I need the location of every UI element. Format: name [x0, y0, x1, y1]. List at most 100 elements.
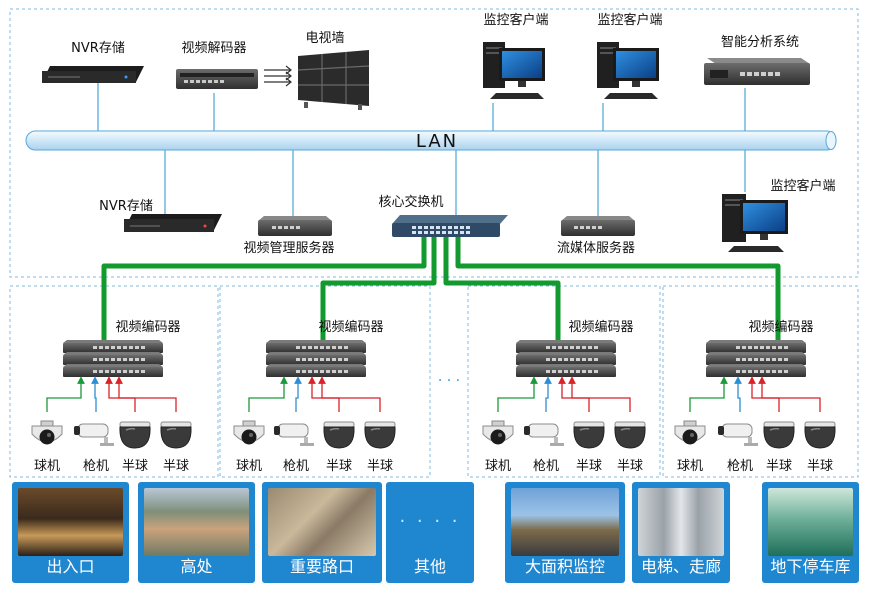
scene-label: 出入口 [46, 557, 95, 576]
stream-server-label: 流媒体服务器 [557, 240, 635, 256]
dome-ptz-camera-icon [233, 420, 265, 445]
monitor-client-top-1 [483, 42, 545, 99]
zone-region-4 [662, 285, 859, 478]
scene-label: 高处 [180, 557, 213, 576]
scene-tile-6: 电梯、走廊 [632, 482, 730, 583]
half-dome-camera-icon [323, 421, 355, 449]
camera-link-arrow [308, 376, 340, 412]
camera-link-arrow [294, 376, 302, 412]
dome-ptz-camera-icon [674, 420, 706, 445]
camera-label: 球机 [677, 459, 703, 474]
scene-label: 其他 [413, 557, 446, 576]
half-dome-camera-icon [763, 421, 795, 449]
camera-link-arrow [544, 376, 552, 412]
scene-tile-2: 高处 [138, 482, 255, 583]
decoder-label: 视频解码器 [181, 41, 246, 56]
camera-link-arrow [91, 376, 99, 412]
core-switch [392, 215, 508, 237]
client-top-1-label: 监控客户端 [483, 12, 548, 28]
camera-link-arrow [568, 376, 631, 412]
camera-label: 半球 [367, 459, 393, 474]
video-encoder-stack [706, 340, 806, 377]
camera-link-arrow [115, 376, 177, 412]
scene-tile-7: 地下停车库 [762, 482, 859, 583]
half-dome-camera-icon [573, 421, 605, 449]
camera-link-arrow [105, 376, 136, 412]
camera-link-arrow [46, 376, 85, 412]
analysis-label: 智能分析系统 [721, 35, 799, 50]
streaming-media-server [561, 216, 635, 236]
scene-label: 重要路口 [289, 557, 354, 576]
camera-link-arrow [318, 376, 381, 412]
tvwall-label: 电视墙 [305, 31, 344, 46]
scene-label: 电梯、走廊 [640, 557, 721, 576]
elevator-photo [638, 488, 724, 556]
video-encoder-stack [516, 340, 616, 377]
scene-label: 地下停车库 [770, 557, 851, 576]
camera-label: 枪机 [83, 458, 109, 474]
bullet-camera-icon [524, 423, 564, 446]
encoder-zone-3: 视频编码器球机枪机半球半球 [482, 320, 646, 474]
camera-link-arrow [497, 376, 538, 412]
scene-tile-1: 出入口 [12, 482, 129, 583]
camera-link-arrow [734, 376, 742, 412]
uplink-lines [101, 236, 781, 340]
tv-wall [297, 50, 370, 110]
lan-bus: LAN [25, 130, 837, 152]
camera-label: 半球 [576, 459, 602, 474]
camera-label: 半球 [766, 459, 792, 474]
nvr-mid-label: NVR存储 [99, 199, 153, 214]
city-aerial-photo [144, 488, 249, 556]
parking-garage-photo [768, 488, 853, 556]
scene-label: 大面积监控 [524, 557, 605, 576]
encoder-zone-2: 视频编码器球机 枪机 半球半球 [233, 320, 396, 474]
camera-label: 球机 [34, 459, 60, 474]
camera-label: 枪机 [727, 458, 753, 474]
nvr-storage-top [42, 66, 144, 83]
encoder-label: 视频编码器 [568, 320, 633, 335]
decoder-to-tvwall-arrows [264, 65, 292, 87]
nvr-storage-mid [124, 214, 222, 232]
camera-label: 球机 [236, 459, 262, 474]
scene-tile-4: · · · · · · · 其他 [386, 482, 474, 583]
skyline-photo [511, 488, 619, 556]
client-mid-label: 监控客户端 [770, 178, 835, 194]
camera-link-arrow [689, 376, 728, 412]
video-management-server [258, 216, 332, 236]
video-decoder [176, 69, 258, 89]
scene-tile-5: 大面积监控 [505, 482, 625, 583]
zone-region-3 [467, 285, 661, 478]
camera-label: 枪机 [283, 458, 309, 474]
intersection-photo [268, 488, 376, 556]
half-dome-camera-icon [160, 421, 192, 449]
video-encoder-stack [63, 340, 163, 377]
camera-link-arrow [748, 376, 780, 412]
more-zones-ellipsis: · · · [438, 373, 460, 389]
lan-label: LAN [416, 131, 458, 152]
encoder-label: 视频编码器 [115, 320, 180, 335]
dome-ptz-camera-icon [482, 420, 514, 445]
encoder-zone-4: 视频编码器球机枪机半球半球 [674, 320, 836, 474]
camera-label: 半球 [163, 459, 189, 474]
video-encoder-stack [266, 340, 366, 377]
bullet-camera-icon [718, 423, 758, 446]
vms-label: 视频管理服务器 [243, 240, 334, 256]
half-dome-camera-icon [364, 421, 396, 449]
encoder-label: 视频编码器 [318, 320, 383, 335]
nvr-top-label: NVR存储 [71, 41, 125, 56]
camera-label: 半球 [122, 459, 148, 474]
camera-label: 球机 [485, 459, 511, 474]
camera-label: 半球 [326, 459, 352, 474]
lan-drop-lines [97, 83, 746, 218]
client-top-2-label: 监控客户端 [597, 12, 662, 28]
encoder-label: 视频编码器 [748, 320, 813, 335]
monitor-client-mid [722, 194, 788, 252]
camera-label: 半球 [807, 459, 833, 474]
placeholder-dots: · · · · · · · [399, 511, 461, 532]
half-dome-camera-icon [804, 421, 836, 449]
dome-ptz-camera-icon [31, 420, 63, 445]
scene-tile-3: 重要路口 [262, 482, 382, 583]
camera-link-arrow [248, 376, 288, 412]
smart-analysis-system [704, 58, 810, 85]
